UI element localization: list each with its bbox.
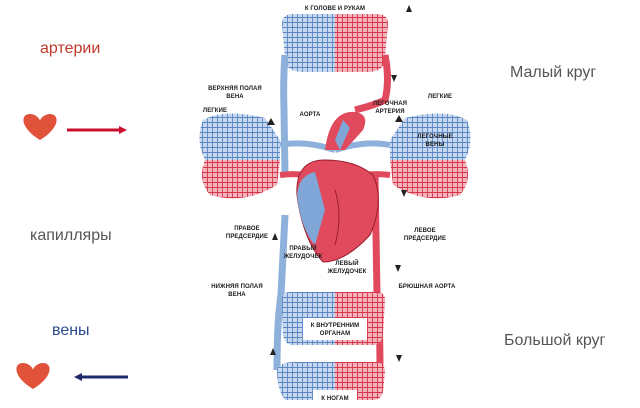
lv-label-line2: ЖЕЛУДОЧЕК xyxy=(327,269,367,275)
internal-organs-label-line1: К ВНУТРЕННИМ xyxy=(311,323,360,329)
pa-label-line1: ЛЕГОЧНАЯ xyxy=(373,101,407,107)
right-lung-capillaries xyxy=(390,113,471,199)
la-label-line2: ПРЕДСЕРДИЕ xyxy=(404,236,446,242)
pv-label-line2: ВЕНЫ xyxy=(426,142,445,148)
veins-legend-label: вены xyxy=(52,322,90,339)
rv-label-line1: ПРАВЫЙ xyxy=(289,244,316,252)
abdominal-aorta-label: БРЮШНАЯ АОРТА xyxy=(399,284,457,290)
svc-label-line1: ВЕРХНЯЯ ПОЛАЯ xyxy=(208,86,262,92)
la-label-line1: ЛЕВОЕ xyxy=(414,228,436,234)
to-legs-label: К НОГАМ xyxy=(321,396,348,402)
lungs-left-label: ЛЕГКИЕ xyxy=(203,108,227,114)
pv-label-line1: ЛЕГОЧНЫЕ xyxy=(417,134,452,140)
circulation-diagram: К ГОЛОВЕ И РУКАМ ВЕРХНЯЯ ПОЛАЯ ВЕНА АОРТ… xyxy=(199,5,471,402)
aortic-arch-vessel xyxy=(354,54,391,114)
legs-capillaries xyxy=(277,362,385,402)
small-circle-label: Малый круг xyxy=(510,64,597,81)
pa-label-line2: АРТЕРИЯ xyxy=(375,109,404,115)
artery-legend-symbol xyxy=(23,114,127,140)
capillaries-legend-label: капилляры xyxy=(30,227,112,244)
to-head-label: К ГОЛОВЕ И РУКАМ xyxy=(305,6,365,12)
ivc-label-line1: НИЖНЯЯ ПОЛАЯ xyxy=(211,284,263,290)
arteries-legend-label: артерии xyxy=(40,40,101,57)
svc-label-line2: ВЕНА xyxy=(226,94,244,100)
vein-arrow-head xyxy=(74,373,82,381)
head-arms-capillaries xyxy=(282,14,388,72)
artery-arrow-head xyxy=(119,126,127,134)
superior-vena-cava-vessel xyxy=(280,54,289,176)
lungs-right-label: ЛЕГКИЕ xyxy=(428,94,452,100)
heart-icon xyxy=(16,363,50,389)
ra-label-line2: ПРЕДСЕРДИЕ xyxy=(226,234,268,240)
internal-organs-label-line2: ОРГАНАМ xyxy=(320,331,350,337)
heart-icon xyxy=(23,114,57,140)
left-lung-capillaries xyxy=(199,113,280,199)
inferior-vena-cava-vessel xyxy=(273,214,289,371)
ivc-label-line2: ВЕНА xyxy=(228,292,246,298)
internal-organs-capillaries xyxy=(282,292,385,345)
lv-label-line1: ЛЕВЫЙ xyxy=(335,259,358,267)
aorta-label: АОРТА xyxy=(300,112,322,118)
rv-label-line2: ЖЕЛУДОЧЕК xyxy=(283,254,323,260)
flow-arrows xyxy=(267,5,412,362)
ra-label-line1: ПРАВОЕ xyxy=(234,226,260,232)
large-circle-label: Большой круг xyxy=(504,332,606,349)
heart-organ xyxy=(296,111,379,263)
vein-legend-symbol xyxy=(16,363,128,389)
